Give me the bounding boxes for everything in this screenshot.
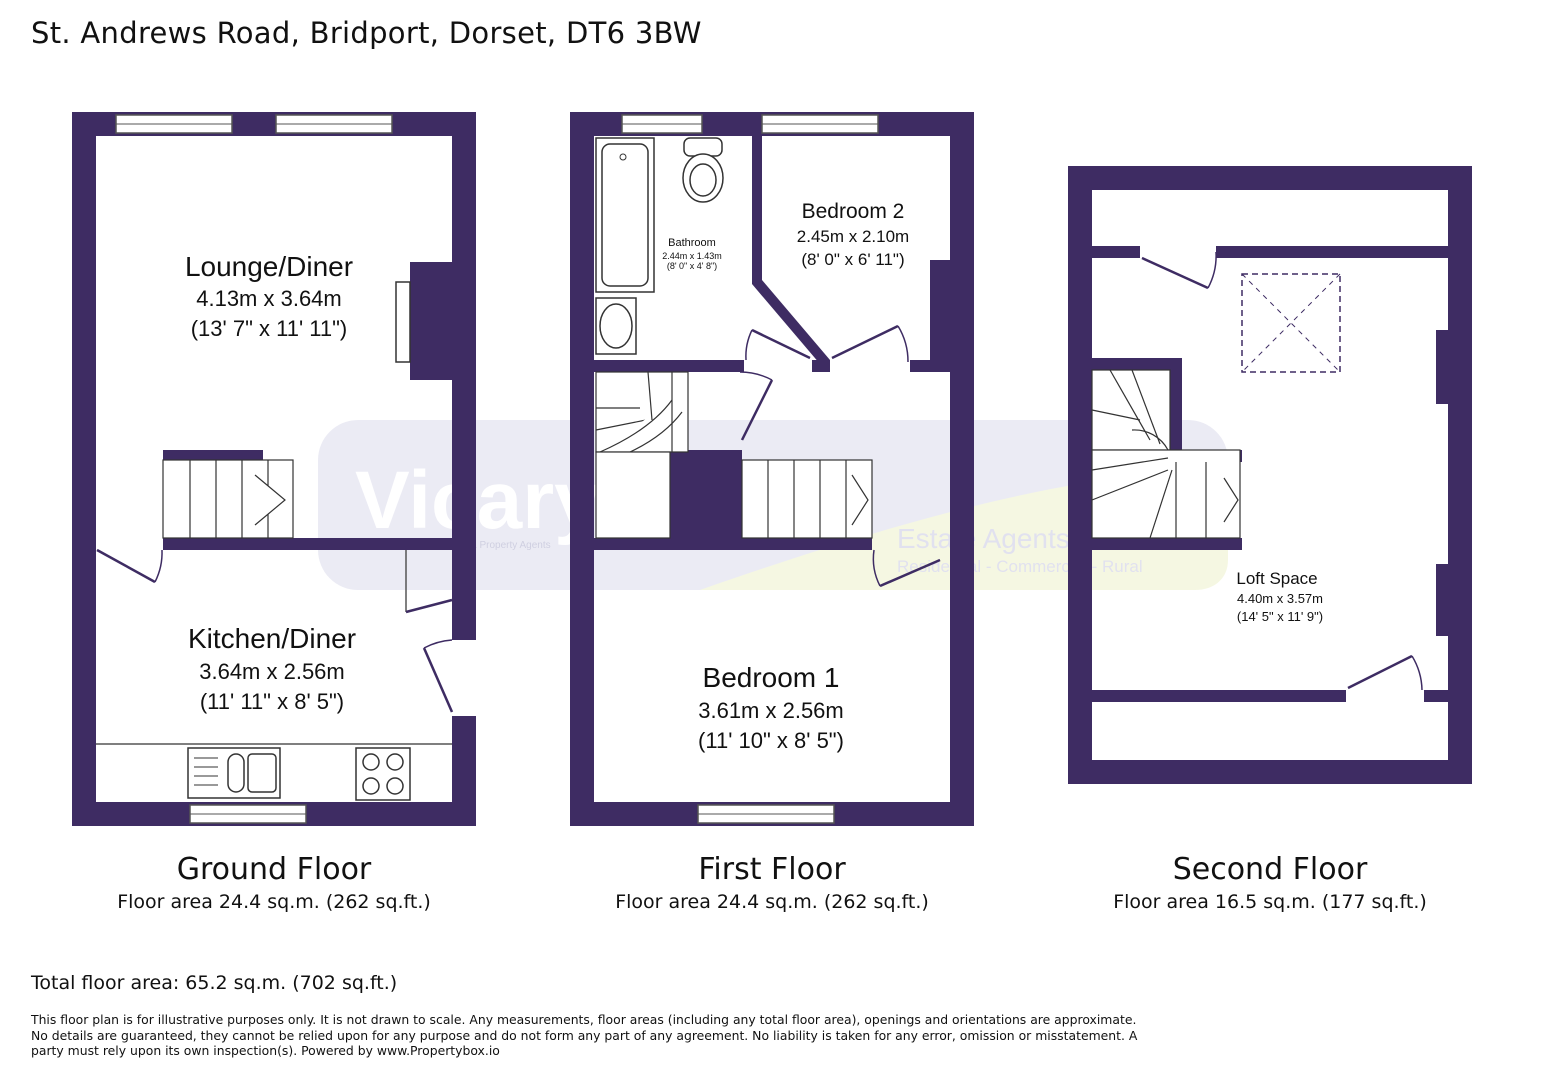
first-floor-plan: Bathroom 2.44m x 1.43m (8' 0" x 4' 8") B…: [570, 112, 974, 826]
wall: [1092, 358, 1182, 370]
total-floor-area: Total floor area: 65.2 sq.m. (702 sq.ft.…: [31, 972, 398, 994]
toilet-icon: [682, 137, 724, 203]
door: [422, 639, 454, 713]
ground-floor-plan: Lounge/Diner 4.13m x 3.64m (13' 7" x 11'…: [72, 112, 476, 826]
wall: [1092, 246, 1140, 258]
wall: [1424, 690, 1448, 702]
wall: [1068, 166, 1092, 784]
fireplace-hearth: [395, 281, 411, 363]
floor-name: First Floor: [698, 852, 846, 887]
wall: [910, 360, 950, 372]
room-name: Loft Space: [1236, 569, 1317, 588]
room-name: Lounge/Diner: [185, 251, 353, 282]
sink-icon: [187, 747, 281, 799]
room-dimensions-metric: 3.64m x 2.56m: [199, 659, 345, 684]
room-name: Bathroom: [668, 237, 716, 249]
disclaimer: This floor plan is for illustrative purp…: [31, 1012, 1138, 1058]
wall: [1068, 166, 1472, 190]
watermark-sectors: Residential - Commercial - Rural: [897, 557, 1143, 576]
floor-area: Floor area 16.5 sq.m. (177 sq.ft.): [1113, 891, 1427, 913]
room-dimensions-metric: 3.61m x 2.56m: [698, 698, 844, 723]
wall: [950, 112, 974, 826]
room-dimensions-imperial: (11' 10" x 8' 5"): [698, 728, 844, 753]
wall: [1216, 246, 1448, 258]
wall: [594, 360, 744, 372]
wall: [1170, 358, 1182, 458]
ground-floor-label: Ground Floor Floor area 24.4 sq.m. (262 …: [64, 852, 484, 913]
staircase: [1091, 369, 1241, 539]
basin-icon: [595, 297, 637, 355]
wall: [1092, 690, 1346, 702]
room-dimensions-imperial: (13' 7" x 11' 11"): [191, 316, 348, 341]
staircase: [595, 371, 873, 539]
wall: [812, 360, 830, 372]
wall: [752, 136, 762, 284]
room-dimensions-imperial: (14' 5" x 11' 9"): [1237, 609, 1323, 624]
wall: [1436, 564, 1448, 636]
wall: [930, 260, 950, 360]
wall: [752, 280, 830, 364]
wall: [1068, 760, 1472, 784]
door-opening: [452, 640, 476, 716]
room-dimensions-metric: 4.13m x 3.64m: [196, 286, 342, 311]
wall: [452, 112, 476, 826]
second-floor-plan: Loft Space 4.40m x 3.57m (14' 5" x 11' 9…: [1068, 166, 1472, 784]
room-dimensions-imperial: (8' 0" x 6' 11"): [801, 250, 904, 269]
wall: [1448, 166, 1472, 784]
wall: [72, 112, 96, 826]
door: [872, 549, 941, 588]
first-floor-label: First Floor Floor area 24.4 sq.m. (262 s…: [562, 852, 982, 913]
wall: [163, 450, 263, 460]
room-name: Bedroom 2: [802, 200, 905, 223]
door: [405, 550, 453, 614]
door: [1141, 251, 1217, 290]
skylight-icon: [1241, 273, 1341, 373]
room-dimensions-metric: 2.44m x 1.43m: [662, 251, 722, 261]
room-name: Kitchen/Diner: [188, 623, 356, 654]
door: [1347, 654, 1423, 691]
wall: [452, 636, 476, 640]
wall: [570, 112, 594, 826]
property-address: St. Andrews Road, Bridport, Dorset, DT6 …: [31, 16, 702, 50]
door: [96, 548, 163, 584]
second-floor-label: Second Floor Floor area 16.5 sq.m. (177 …: [1060, 852, 1480, 913]
floor-area: Floor area 24.4 sq.m. (262 sq.ft.): [615, 891, 929, 913]
room-dimensions-imperial: (11' 11" x 8' 5"): [200, 689, 344, 714]
room-dimensions-metric: 2.45m x 2.10m: [797, 227, 909, 246]
door: [739, 371, 774, 441]
staircase: [162, 459, 294, 539]
floor-area: Floor area 24.4 sq.m. (262 sq.ft.): [117, 891, 431, 913]
room-dimensions-metric: 4.40m x 3.57m: [1237, 591, 1323, 606]
chimney-breast: [410, 262, 454, 380]
door: [745, 328, 811, 361]
door: [831, 324, 909, 363]
wall: [163, 538, 453, 550]
wall: [1092, 538, 1242, 550]
room-dimensions-imperial: (8' 0" x 4' 8"): [667, 261, 717, 271]
wall: [670, 450, 742, 550]
floor-name: Ground Floor: [176, 852, 372, 887]
room-name: Bedroom 1: [703, 662, 840, 693]
wall: [1436, 330, 1448, 404]
hob-icon: [355, 747, 411, 801]
bathtub-icon: [595, 137, 655, 293]
floor-name: Second Floor: [1172, 852, 1368, 887]
wall: [594, 538, 872, 550]
